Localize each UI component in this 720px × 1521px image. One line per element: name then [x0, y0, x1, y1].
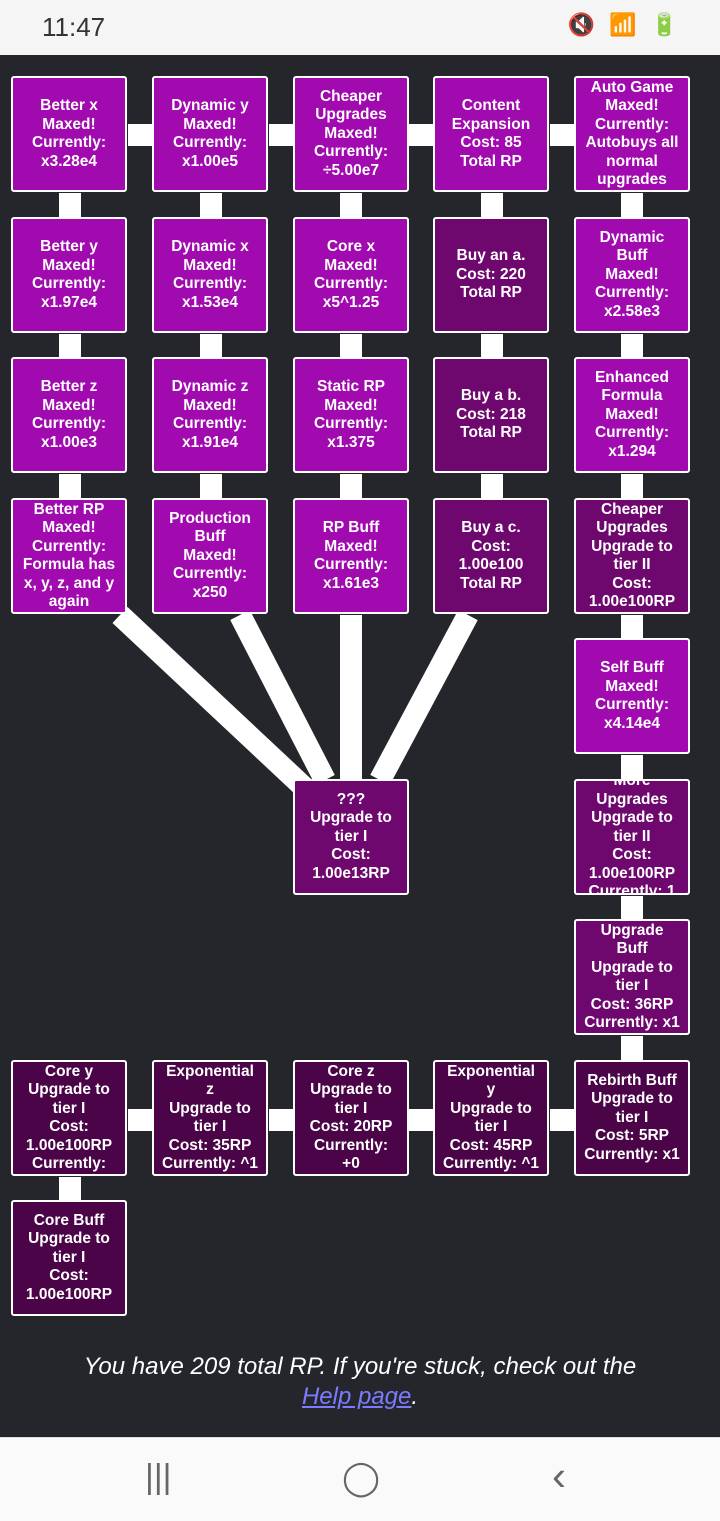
upgrade-core-x[interactable]: Core x Maxed! Currently: x5^1.25 — [293, 217, 409, 333]
upgrade-buy-a[interactable]: Buy an a. Cost: 220 Total RP — [433, 217, 549, 333]
status-bar: 11:47 🔇 📶 🔋 — [0, 0, 720, 55]
upgrade-better-rp[interactable]: Better RP Maxed! Currently: Formula has … — [11, 498, 127, 614]
upgrade-auto-game[interactable]: Auto Game Maxed! Currently: Autobuys all… — [574, 76, 690, 192]
upgrade-self-buff[interactable]: Self Buff Maxed! Currently: x4.14e4 — [574, 638, 690, 754]
upgrade-production-buff[interactable]: Production Buff Maxed! Currently: x250 — [152, 498, 268, 614]
upgrade-dynamic-y[interactable]: Dynamic y Maxed! Currently: x1.00e5 — [152, 76, 268, 192]
rp-footer: You have 209 total RP. If you're stuck, … — [0, 1352, 720, 1412]
upgrade-dynamic-x[interactable]: Dynamic x Maxed! Currently: x1.53e4 — [152, 217, 268, 333]
upgrade-better-y[interactable]: Better y Maxed! Currently: x1.97e4 — [11, 217, 127, 333]
upgrade-exponential-y[interactable]: Exponential y Upgrade to tier I Cost: 45… — [433, 1060, 549, 1176]
recents-icon[interactable]: ||| — [145, 1458, 172, 1496]
upgrade-mystery[interactable]: ??? Upgrade to tier I Cost: 1.00e13RP — [293, 779, 409, 895]
system-nav-bar: ||| ◯ ‹ — [0, 1437, 720, 1521]
upgrade-rebirth-buff[interactable]: Rebirth Buff Upgrade to tier I Cost: 5RP… — [574, 1060, 690, 1176]
upgrade-tree: Better x Maxed! Currently: x3.28e4 Dynam… — [0, 55, 720, 1345]
home-icon[interactable]: ◯ — [342, 1459, 381, 1497]
upgrade-exponential-z[interactable]: Exponential z Upgrade to tier I Cost: 35… — [152, 1060, 268, 1176]
status-icons: 🔇 📶 🔋 — [567, 12, 682, 37]
upgrade-better-z[interactable]: Better z Maxed! Currently: x1.00e3 — [11, 357, 127, 473]
upgrade-core-buff[interactable]: Core Buff Upgrade to tier I Cost: 1.00e1… — [11, 1200, 127, 1316]
upgrade-content-expansion[interactable]: Content Expansion Cost: 85 Total RP — [433, 76, 549, 192]
upgrade-more-upgrades[interactable]: More Upgrades Upgrade to tier II Cost: 1… — [574, 779, 690, 895]
status-time: 11:47 — [42, 12, 106, 42]
help-page-link[interactable]: Help page — [301, 1383, 412, 1410]
rp-summary-text: You have 209 total RP. If you're stuck, … — [83, 1353, 637, 1380]
upgrade-core-z[interactable]: Core z Upgrade to tier I Cost: 20RP Curr… — [293, 1060, 409, 1176]
upgrade-cheaper-upgrades[interactable]: Cheaper Upgrades Maxed! Currently: ÷5.00… — [293, 76, 409, 192]
upgrade-buy-c[interactable]: Buy a c. Cost: 1.00e100 Total RP — [433, 498, 549, 614]
upgrade-rp-buff[interactable]: RP Buff Maxed! Currently: x1.61e3 — [293, 498, 409, 614]
upgrade-core-y[interactable]: Core y Upgrade to tier I Cost: 1.00e100R… — [11, 1060, 127, 1176]
upgrade-upgrade-buff[interactable]: Upgrade Buff Upgrade to tier I Cost: 36R… — [574, 919, 690, 1035]
footer-period: . — [411, 1383, 419, 1410]
upgrade-better-x[interactable]: Better x Maxed! Currently: x3.28e4 — [11, 76, 127, 192]
upgrade-static-rp[interactable]: Static RP Maxed! Currently: x1.375 — [293, 357, 409, 473]
top-tab-left — [40, 50, 290, 55]
upgrade-dynamic-buff[interactable]: Dynamic Buff Maxed! Currently: x2.58e3 — [574, 217, 690, 333]
upgrade-buy-b[interactable]: Buy a b. Cost: 218 Total RP — [433, 357, 549, 473]
upgrade-enhanced-formula[interactable]: Enhanced Formula Maxed! Currently: x1.29… — [574, 357, 690, 473]
upgrade-dynamic-z[interactable]: Dynamic z Maxed! Currently: x1.91e4 — [152, 357, 268, 473]
back-icon[interactable]: ‹ — [552, 1452, 566, 1499]
tree-connectors — [59, 124, 643, 1201]
upgrade-even-cheaper-upgrades[interactable]: Even Cheaper Upgrades Upgrade to tier II… — [574, 498, 690, 614]
top-tab-right — [325, 50, 575, 55]
